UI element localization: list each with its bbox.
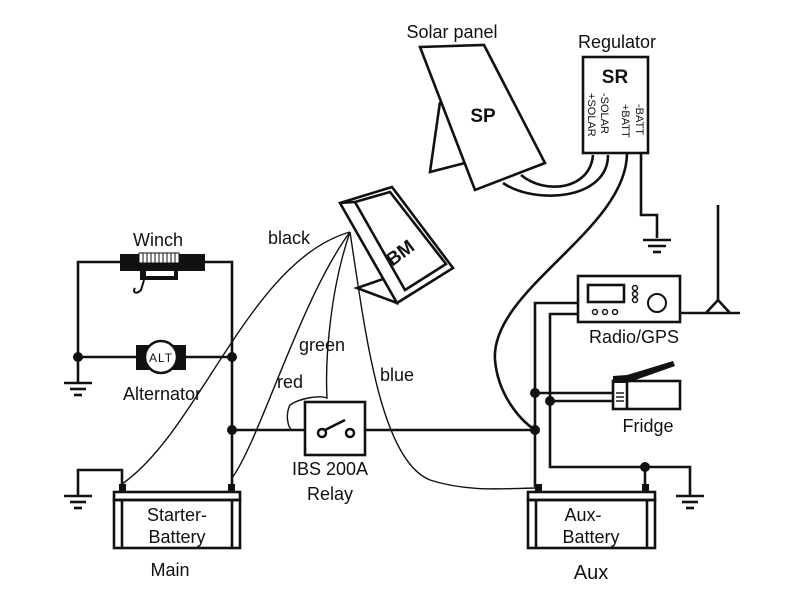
- wire-label-green: green: [299, 335, 345, 355]
- terminal-minus-batt: -BATT: [633, 104, 645, 135]
- regulator-code: SR: [602, 67, 629, 88]
- relay-label-line1: IBS 200A: [292, 459, 368, 479]
- wire-label-red: red: [277, 372, 303, 392]
- starter-battery-line2: Battery: [148, 527, 205, 547]
- solar-panel-code: SP: [470, 106, 496, 127]
- starter-battery-line1: Starter-: [147, 505, 207, 525]
- battery-monitor: BM: [338, 185, 455, 306]
- wire-label-black: black: [268, 228, 311, 248]
- fridge-label: Fridge: [622, 416, 673, 436]
- aux-battery-line2: Battery: [562, 527, 619, 547]
- aux-battery-caption: Aux: [574, 562, 608, 584]
- terminal-minus-solar: -SOLAR: [598, 93, 610, 134]
- aux-battery: Aux- Battery Aux: [526, 484, 657, 584]
- fridge: Fridge: [611, 361, 682, 436]
- radio-gps-label: Radio/GPS: [589, 327, 679, 347]
- regulator-label: Regulator: [578, 32, 656, 52]
- aux-circuit: [530, 301, 704, 510]
- starter-battery: Starter- Battery Main: [64, 468, 242, 580]
- radio-gps: Radio/GPS: [576, 205, 740, 347]
- terminal-plus-solar: +SOLAR: [585, 93, 597, 137]
- terminal-plus-batt: +BATT: [619, 104, 631, 138]
- starter-battery-caption: Main: [150, 560, 189, 580]
- relay-label-line2: Relay: [307, 484, 353, 504]
- regulator: Regulator SR +SOLAR -SOLAR +BATT -BATT: [493, 32, 671, 432]
- solar-panel: Solar panel SP: [406, 22, 610, 197]
- aux-battery-line1: Aux-: [564, 505, 601, 525]
- winch-alternator-circuit: Winch ALT Alternator: [64, 230, 237, 485]
- wire-label-blue: blue: [380, 365, 414, 385]
- solar-panel-label: Solar panel: [406, 22, 497, 42]
- alternator-code: ALT: [149, 351, 173, 365]
- alternator-label: Alternator: [123, 384, 201, 404]
- winch-label: Winch: [133, 230, 183, 250]
